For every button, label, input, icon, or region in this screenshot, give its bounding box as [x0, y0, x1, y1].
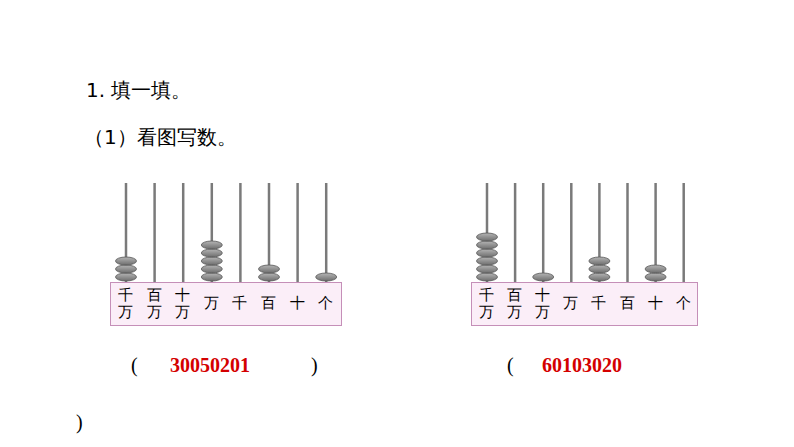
place-name: 千 [591, 294, 606, 313]
place-name: 个 [676, 294, 691, 313]
abacus-bead [589, 265, 610, 273]
abacus-bead [477, 273, 498, 281]
abacus-bead [477, 265, 498, 273]
abacus-bead [645, 273, 666, 281]
place-name: 百万 [147, 287, 162, 320]
place-name: 百 [620, 294, 635, 313]
abacus-bead [201, 241, 222, 249]
abacus-rod [296, 183, 299, 283]
answer: 30050201 [170, 355, 250, 375]
abacus-rod [682, 183, 685, 283]
abacus-bead [116, 273, 137, 281]
abacus-bead [589, 273, 610, 281]
exercise-title: 1. 填一填。 [86, 80, 191, 100]
place-name: 千万 [118, 287, 133, 320]
abacus-rod [514, 183, 517, 283]
abacus-rod [182, 183, 185, 283]
abacus-bead [201, 273, 222, 281]
abacus-bead [201, 249, 222, 257]
abacus-bead [533, 273, 554, 281]
place-name: 十 [290, 294, 305, 313]
abacus-bead [259, 273, 280, 281]
place-name: 个 [318, 294, 333, 313]
abacus-bead [316, 273, 337, 281]
instruction: （1）看图写数。 [84, 127, 237, 147]
place-name: 十 [648, 294, 663, 313]
place-name: 十万 [175, 287, 190, 320]
abacus-bead [477, 241, 498, 249]
parenthesis: ) [76, 412, 83, 432]
place-name: 百 [261, 294, 276, 313]
abacus-bead [477, 233, 498, 241]
place-name: 万 [204, 294, 219, 313]
abacus-rod [239, 183, 242, 283]
parenthesis: ) [311, 355, 318, 375]
place-name: 百万 [507, 287, 522, 320]
place-name: 万 [563, 294, 578, 313]
answer: 60103020 [542, 355, 622, 375]
abacus-rod [626, 183, 629, 283]
place-value-bar: 千万百万十万万千百十个 [110, 282, 342, 326]
abacus-bead [477, 249, 498, 257]
abacus-beads [116, 233, 667, 281]
parenthesis: ( [507, 355, 514, 375]
abacus-bead [477, 257, 498, 265]
abacus-rod [542, 183, 545, 283]
abacus-bead [201, 265, 222, 273]
place-value-bar: 千万百万十万万千百十个 [471, 282, 698, 326]
place-name: 千万 [479, 287, 494, 320]
place-name: 十万 [535, 287, 550, 320]
abacus-rods [126, 183, 684, 283]
abacus-bead [589, 257, 610, 265]
place-name: 千 [232, 294, 247, 313]
abacus-rod [570, 183, 573, 283]
abacus-bead [116, 265, 137, 273]
abacus-rod [325, 183, 328, 283]
abacus-bead [201, 257, 222, 265]
parenthesis: ( [131, 355, 138, 375]
abacus-rod [153, 183, 156, 283]
abacus-bead [645, 265, 666, 273]
abacus-bead [259, 265, 280, 273]
abacus-bead [116, 257, 137, 265]
